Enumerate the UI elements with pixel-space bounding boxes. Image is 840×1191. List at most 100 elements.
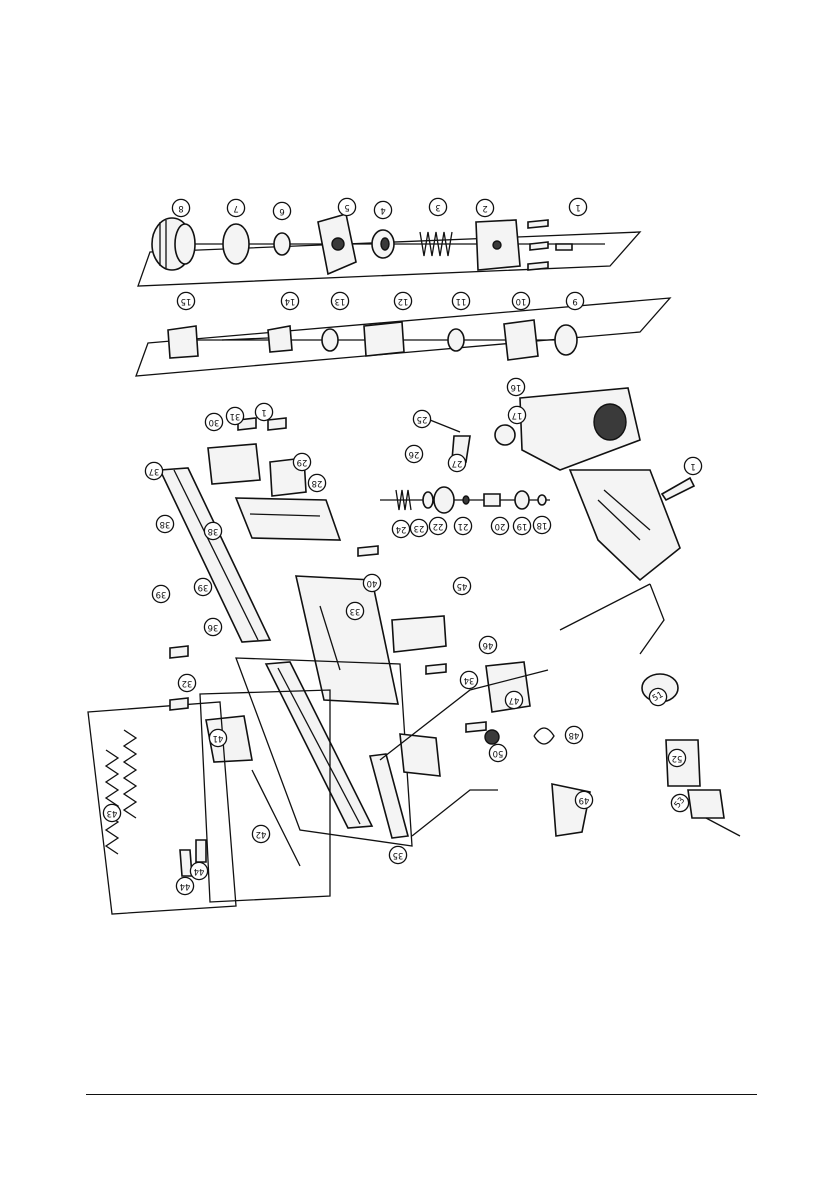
callout-5: 5 — [338, 198, 355, 215]
callout-31: 31 — [226, 407, 243, 424]
callout-number: 21 — [458, 521, 469, 531]
callout-number: 1 — [575, 202, 580, 212]
callout-number: 40 — [367, 578, 378, 588]
part-14-plunger — [222, 326, 292, 352]
part-28-driver-guide — [236, 498, 340, 540]
callout-18: 18 — [533, 516, 550, 533]
part-46-clip — [392, 616, 446, 652]
callout-11: 11 — [452, 292, 469, 309]
callout-16: 16 — [507, 378, 524, 395]
callout-number: 38 — [208, 526, 219, 536]
callout-number: 43 — [107, 808, 118, 818]
callout-17: 17 — [508, 406, 525, 423]
part-8-cylinder — [152, 218, 195, 270]
callout-number: 46 — [483, 640, 494, 650]
callout-number: 29 — [297, 457, 308, 467]
part-43-spring — [106, 730, 136, 854]
callout-number: 52 — [672, 753, 683, 763]
callout-number: 19 — [517, 521, 528, 531]
part-37-upper-rail — [160, 468, 270, 642]
trigger-linkage — [430, 420, 470, 462]
callout-42: 42 — [252, 825, 269, 842]
callout-48: 48 — [565, 726, 582, 743]
callout-number: 9 — [572, 296, 577, 306]
part-42-rod — [252, 770, 300, 866]
part-1-bolt — [662, 478, 694, 500]
callout-number: 38 — [160, 519, 171, 529]
part-53-fitting — [688, 790, 740, 836]
callout-29: 29 — [293, 453, 310, 470]
part-15-cap — [168, 326, 198, 358]
callout-23: 23 — [410, 519, 427, 536]
callout-number: 2 — [482, 203, 487, 213]
callout-25: 25 — [413, 410, 430, 427]
callout-14: 14 — [281, 292, 298, 309]
part-12-sleeve — [364, 322, 404, 356]
callout-3: 3 — [429, 198, 446, 215]
callout-1: 1 — [255, 403, 272, 420]
callout-number: 16 — [511, 382, 522, 392]
callout-19: 19 — [513, 517, 530, 534]
callout-49: 49 — [575, 791, 592, 808]
part-16-housing — [520, 388, 680, 580]
callout-44: 44 — [190, 862, 207, 879]
callout-number: 45 — [457, 581, 468, 591]
part-10-piston — [504, 320, 538, 360]
part-7-oring — [223, 224, 249, 264]
callout-number: 23 — [414, 523, 425, 533]
callout-number: 12 — [398, 296, 409, 306]
callout-33: 33 — [346, 602, 363, 619]
callout-number: 50 — [493, 748, 504, 758]
callout-number: 44 — [194, 866, 205, 876]
callout-number: 41 — [213, 733, 224, 743]
callout-2: 2 — [476, 199, 493, 216]
part-35-bar — [370, 754, 408, 838]
callout-37: 37 — [145, 462, 162, 479]
callout-10: 10 — [512, 292, 529, 309]
callout-number: 35 — [393, 850, 404, 860]
callout-46: 46 — [479, 636, 496, 653]
callout-number: 1 — [261, 407, 266, 417]
callout-number: 49 — [579, 795, 590, 805]
callout-number: 39 — [156, 589, 167, 599]
callout-number: 32 — [182, 678, 193, 688]
part-13-oring — [322, 329, 338, 351]
callout-15: 15 — [177, 292, 194, 309]
callout-20: 20 — [491, 517, 508, 534]
callout-number: 47 — [509, 695, 520, 705]
callout-number: 24 — [396, 524, 407, 534]
callout-7: 7 — [227, 199, 244, 216]
part-4-bushing — [372, 230, 394, 258]
screws-row1 — [528, 220, 572, 270]
callout-30: 30 — [205, 413, 222, 430]
callout-38: 38 — [156, 515, 173, 532]
callout-40: 40 — [363, 574, 380, 591]
callout-32: 32 — [178, 674, 195, 691]
callout-21: 21 — [454, 517, 471, 534]
callout-44: 44 — [176, 877, 193, 894]
part-48-spring — [534, 728, 554, 744]
callout-13: 13 — [331, 292, 348, 309]
callout-number: 5 — [344, 202, 349, 212]
callout-number: 20 — [495, 521, 506, 531]
callout-28: 28 — [308, 474, 325, 491]
callout-4: 4 — [374, 201, 391, 218]
callout-24: 24 — [392, 520, 409, 537]
callout-number: 36 — [208, 622, 219, 632]
callout-9: 9 — [566, 292, 583, 309]
callout-36: 36 — [204, 618, 221, 635]
callout-number: 13 — [335, 296, 346, 306]
part-6-ring — [274, 233, 290, 255]
callout-number: 30 — [209, 417, 220, 427]
callout-number: 3 — [435, 202, 440, 212]
callout-34: 34 — [460, 671, 477, 688]
callout-45: 45 — [453, 577, 470, 594]
callout-number: 15 — [181, 296, 192, 306]
callout-number: 22 — [433, 521, 444, 531]
callout-number: 28 — [312, 478, 323, 488]
callout-26: 26 — [405, 445, 422, 462]
callout-number: 18 — [537, 520, 548, 530]
footer-rule — [86, 1094, 757, 1095]
callout-number: 48 — [569, 730, 580, 740]
